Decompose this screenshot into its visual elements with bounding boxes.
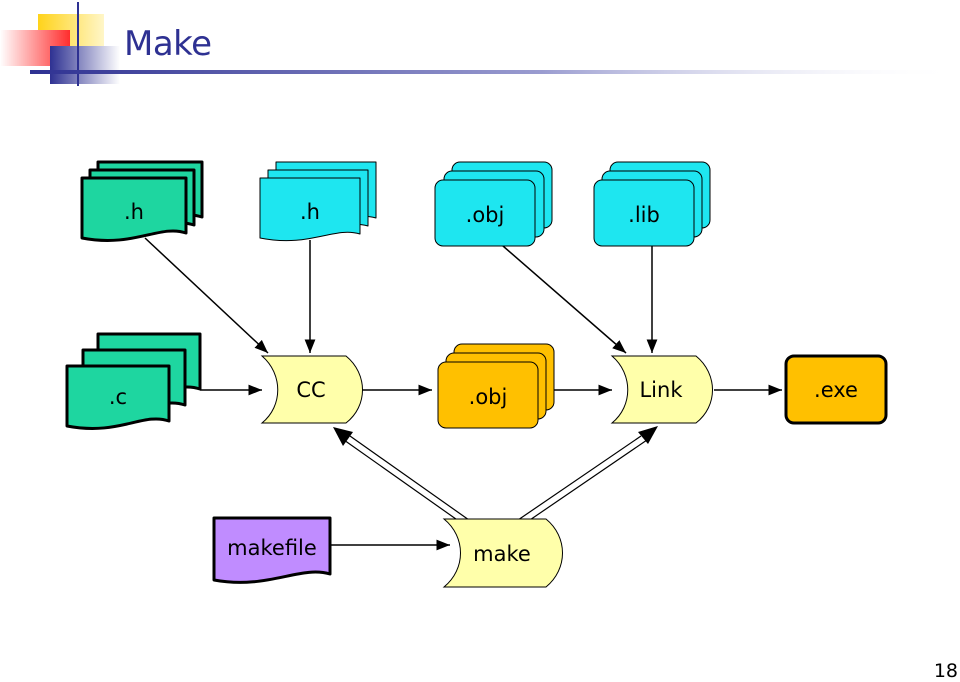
link-process-label: Link xyxy=(639,378,683,402)
exe-output-box xyxy=(784,354,888,425)
makefile-document-shape xyxy=(212,516,332,584)
cc-process-shape xyxy=(260,355,363,424)
header-underline xyxy=(30,70,960,74)
makefile-label: makefile xyxy=(227,536,317,560)
make-process-label: make xyxy=(473,542,531,566)
page-number: 18 xyxy=(933,660,958,682)
h-green-file-stack xyxy=(80,160,204,242)
obj-intermediate-label: .obj xyxy=(469,385,508,409)
make-process-shape xyxy=(442,518,563,588)
cc-process-label: CC xyxy=(296,378,325,402)
obj-input-label: .obj xyxy=(466,203,505,227)
c-source-file-stack xyxy=(65,332,202,430)
arrow-h-green-to-cc xyxy=(144,237,269,354)
h-cyan-file-stack xyxy=(259,161,377,242)
lib-input-stack xyxy=(593,161,711,247)
lib-input-label: .lib xyxy=(628,203,660,227)
c-source-label: .c xyxy=(109,385,127,409)
connectors xyxy=(144,237,782,551)
slide-title: Make xyxy=(124,24,212,64)
arrow-make-to-link xyxy=(517,426,658,525)
h-green-label: .h xyxy=(124,200,144,224)
arrow-make-to-cc xyxy=(333,427,470,525)
header-decoration xyxy=(0,2,960,86)
obj-input-stack xyxy=(434,161,553,247)
link-process-shape xyxy=(610,355,713,424)
exe-output-label: .exe xyxy=(814,378,858,402)
h-cyan-label: .h xyxy=(300,200,320,224)
header-blue-square xyxy=(50,46,120,84)
arrow-obj-input-to-link xyxy=(502,245,627,354)
obj-intermediate-stack xyxy=(437,343,555,429)
